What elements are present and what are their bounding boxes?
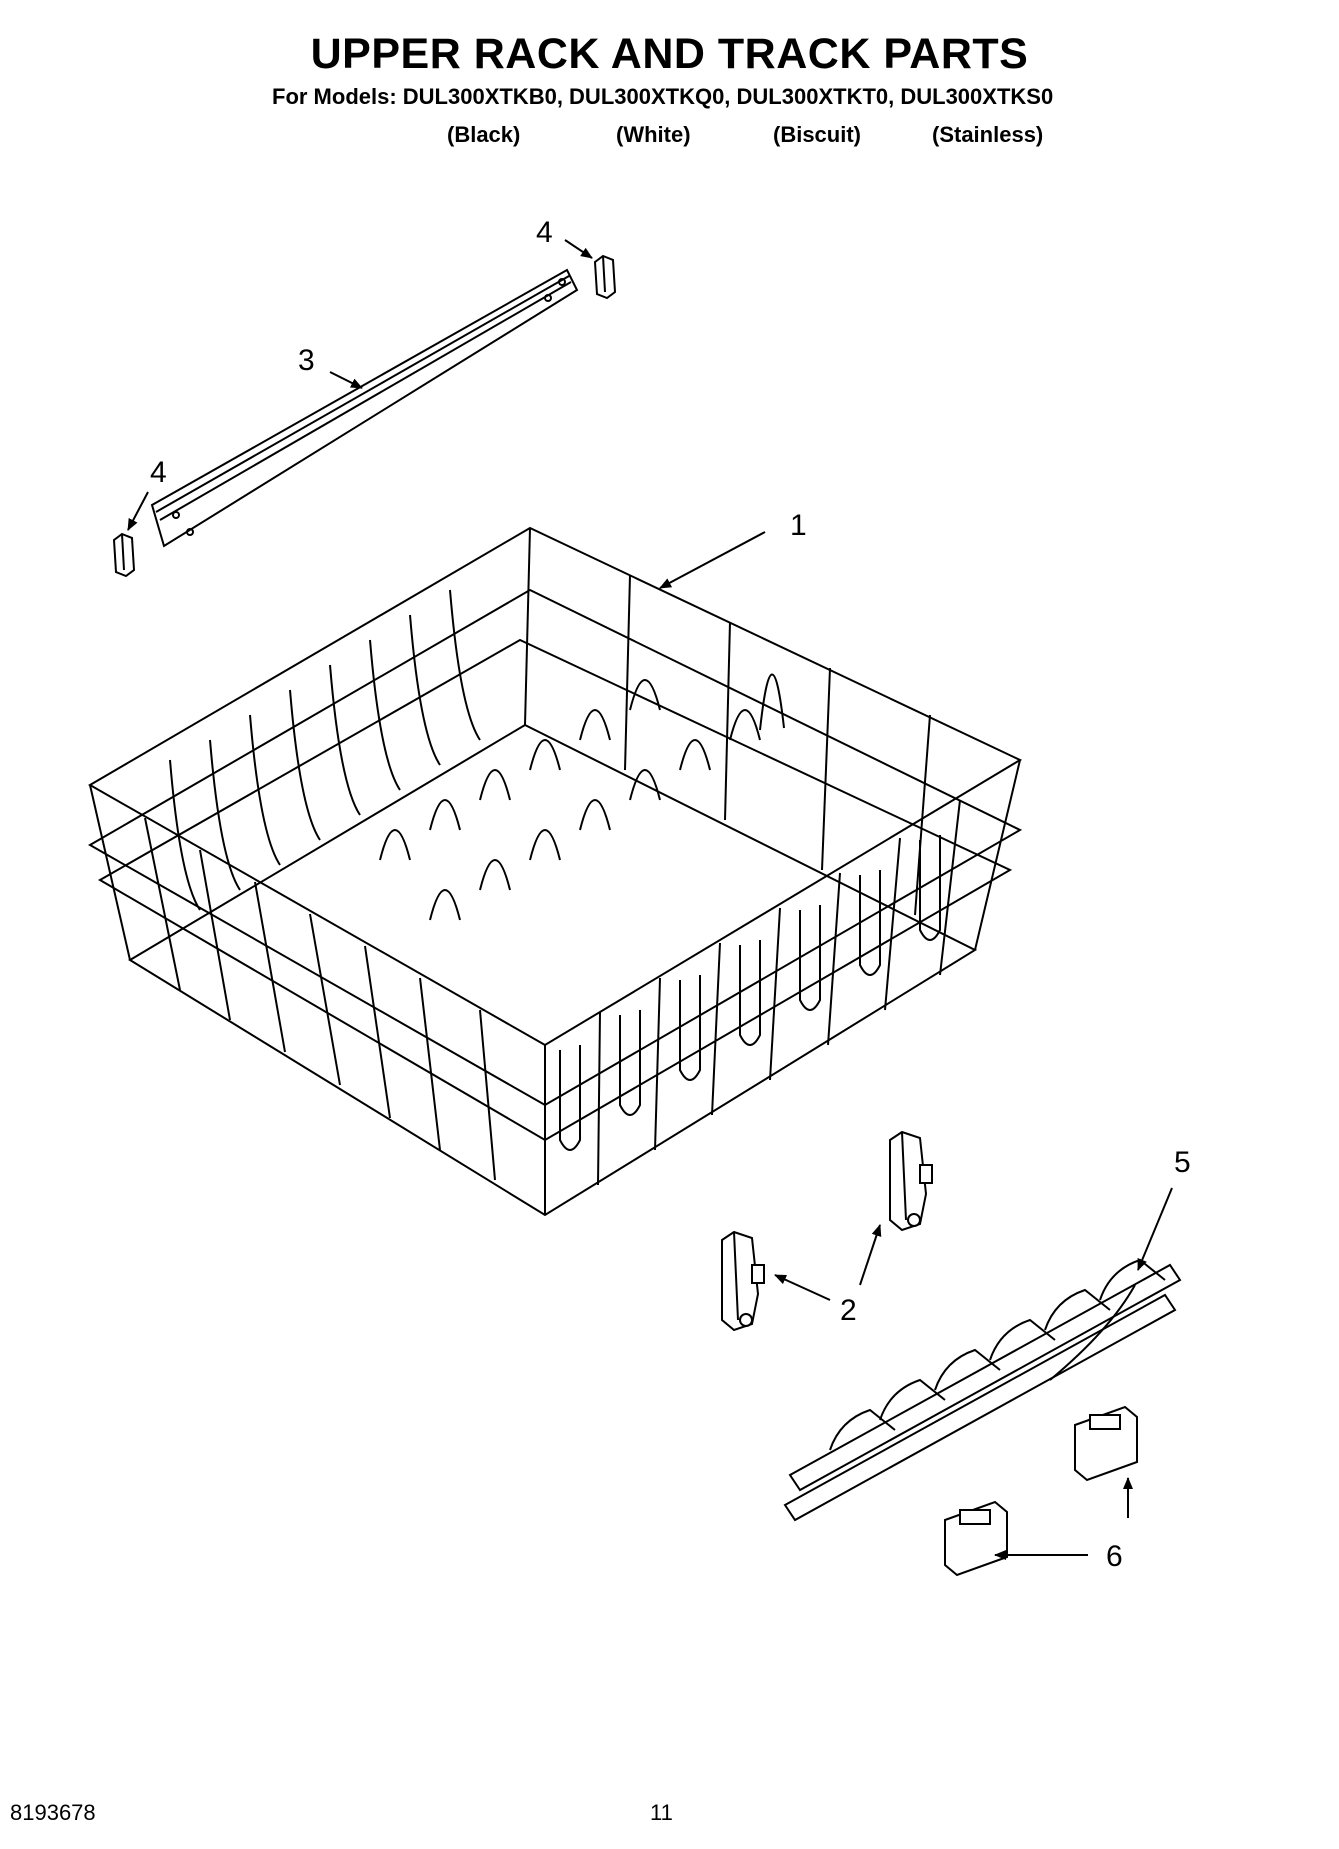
callout-1: 1 xyxy=(790,509,807,542)
variant-biscuit: (Biscuit) xyxy=(773,122,861,147)
rack-adjuster-part xyxy=(721,1130,933,1332)
callout-2: 2 xyxy=(840,1294,857,1327)
track-stop-clip-part xyxy=(112,254,617,578)
callout-4-bottom: 4 xyxy=(150,456,167,489)
leader-5 xyxy=(1137,1187,1173,1271)
document-number: 8193678 xyxy=(10,1800,96,1825)
leader-2b xyxy=(859,1224,882,1286)
leader-2a xyxy=(774,1274,831,1301)
variant-black: (Black) xyxy=(447,122,521,147)
leader-4-top xyxy=(564,239,593,259)
callout-5: 5 xyxy=(1174,1146,1191,1179)
models-line: For Models: DUL300XTKB0, DUL300XTKQ0, DU… xyxy=(272,84,1054,109)
callout-6: 6 xyxy=(1106,1540,1123,1573)
variant-white: (White) xyxy=(616,122,691,147)
cup-shelf-clip-part xyxy=(944,1405,1138,1577)
upper-rack-part xyxy=(87,526,1023,1217)
callout-4-top: 4 xyxy=(536,216,553,249)
callout-leaders xyxy=(127,239,1173,1560)
leader-3 xyxy=(329,371,363,389)
page-number: 11 xyxy=(650,1800,673,1825)
page-title: UPPER RACK AND TRACK PARTS xyxy=(310,30,1029,78)
variant-stainless: (Stainless) xyxy=(932,122,1044,147)
leader-4-bottom xyxy=(127,491,149,531)
leader-1 xyxy=(659,531,766,589)
upper-track-part xyxy=(150,268,579,548)
callout-3: 3 xyxy=(298,344,315,377)
cup-shelf-part xyxy=(783,1258,1182,1522)
